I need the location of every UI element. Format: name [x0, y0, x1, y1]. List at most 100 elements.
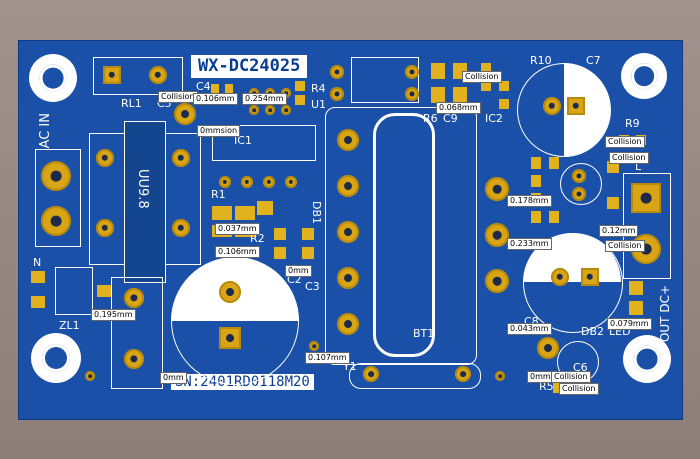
uu98-pad-3[interactable]: [96, 219, 114, 237]
drc-label[interactable]: 0mmsion: [197, 125, 241, 137]
drc-label[interactable]: 0.043mm: [507, 323, 552, 335]
ic2-pad-3[interactable]: [499, 81, 509, 91]
bt1-pad-r3[interactable]: [485, 269, 509, 293]
zl1-pad-1[interactable]: [31, 271, 45, 283]
pcb-board[interactable]: WX-DC24025 SN:2401RD0118M20 RL1 C4 C5 R4…: [19, 41, 682, 419]
drc-label[interactable]: 0.12mm: [599, 225, 639, 237]
drc-label[interactable]: 0.233mm: [507, 238, 552, 250]
drc-label[interactable]: Collision: [605, 240, 645, 252]
ic2-pad-2[interactable]: [481, 81, 491, 91]
big-cap-top-right-pad-2[interactable]: [567, 97, 585, 115]
r11-pad-6[interactable]: [549, 211, 559, 223]
r4-pad-2[interactable]: [295, 95, 305, 105]
drc-label[interactable]: 0.068mm: [436, 102, 481, 114]
ac-in-pad-2[interactable]: [41, 206, 71, 236]
ic2-pad-1[interactable]: [481, 63, 491, 73]
rl1-pad-2[interactable]: [149, 66, 167, 84]
drc-label[interactable]: Collision: [559, 383, 599, 395]
led-pad-1[interactable]: [629, 281, 643, 295]
drc-label[interactable]: Collision: [609, 152, 649, 164]
ic1-pad-c[interactable]: [263, 176, 275, 188]
r3-pad-1[interactable]: [607, 161, 619, 173]
ic1-pad-b[interactable]: [241, 176, 253, 188]
bt1-pad-l4[interactable]: [337, 267, 359, 289]
bt1-pad-l5[interactable]: [337, 313, 359, 335]
r2-pad-4[interactable]: [302, 247, 314, 259]
x-cap-pad-1[interactable]: [124, 288, 144, 308]
r5-pad-1[interactable]: [553, 381, 563, 393]
bt1-pad-r2[interactable]: [485, 223, 509, 247]
drc-label[interactable]: 0.037mm: [215, 223, 260, 235]
c9-pad-2[interactable]: [453, 87, 467, 103]
ac-in-pad-1[interactable]: [41, 161, 71, 191]
drc-label[interactable]: Collision: [158, 91, 198, 103]
bt1-pad-r1[interactable]: [485, 177, 509, 201]
drc-label[interactable]: Collision: [462, 71, 502, 83]
drc-label[interactable]: 0mm: [527, 371, 554, 383]
uu98-pad-2[interactable]: [172, 149, 190, 167]
bt1-pad-l3[interactable]: [337, 221, 359, 243]
upper-pad-1[interactable]: [330, 65, 344, 79]
bt1-pad-l1[interactable]: [337, 129, 359, 151]
c1-pad[interactable]: [257, 201, 273, 215]
u1-pad-6[interactable]: [281, 105, 291, 115]
drc-label[interactable]: 0.106mm: [193, 93, 238, 105]
drc-label[interactable]: 0mm: [160, 372, 187, 384]
big-cap-top-right-pad-1[interactable]: [543, 97, 561, 115]
big-cap-bottom-right-pad-2[interactable]: [581, 268, 599, 286]
transistor-pad-2[interactable]: [572, 187, 586, 201]
drc-label[interactable]: 0.106mm: [215, 246, 260, 258]
uu98-pad-1[interactable]: [96, 149, 114, 167]
r2-pad-2[interactable]: [302, 228, 314, 240]
ic2-pad-4[interactable]: [499, 99, 509, 109]
r2-pad-3[interactable]: [274, 247, 286, 259]
r1-pad-1[interactable]: [212, 206, 232, 220]
drc-label[interactable]: 0.254mm: [242, 93, 287, 105]
r3-pad-2[interactable]: [607, 197, 619, 209]
ic1-pad-a[interactable]: [219, 176, 231, 188]
ic1-pad-d[interactable]: [285, 176, 297, 188]
r11-pad-5[interactable]: [549, 157, 559, 169]
y1-pad-2[interactable]: [455, 366, 471, 382]
led-label: LED: [609, 325, 631, 338]
c4-pad[interactable]: [211, 84, 219, 93]
drc-label[interactable]: 0.178mm: [507, 195, 552, 207]
drc-label[interactable]: 0.195mm: [91, 309, 136, 321]
bottom-via-2: [495, 371, 505, 381]
zl1-pad-3[interactable]: [97, 285, 111, 297]
r4-pad-1[interactable]: [295, 81, 305, 91]
drc-label[interactable]: 0mm: [285, 265, 312, 277]
big-cap-bottom-right-pad-1[interactable]: [551, 268, 569, 286]
upper-pad-3[interactable]: [405, 65, 419, 79]
zl1-pad-2[interactable]: [31, 296, 45, 308]
drc-label[interactable]: Collision: [551, 371, 591, 383]
r11-pad-4[interactable]: [531, 211, 541, 223]
rl1-pad-1[interactable]: [103, 66, 121, 84]
r6-pad-2[interactable]: [431, 87, 445, 103]
out-dc-pad-1[interactable]: [631, 183, 661, 213]
c4-pad-2[interactable]: [225, 84, 233, 93]
y1-pad-1[interactable]: [363, 366, 379, 382]
r1-pad-2[interactable]: [235, 206, 255, 220]
upper-pad-2[interactable]: [330, 87, 344, 101]
db2-pad-1[interactable]: [537, 337, 559, 359]
u1-pad-5[interactable]: [265, 105, 275, 115]
drc-label[interactable]: 0.079mm: [607, 318, 652, 330]
r6-pad-1[interactable]: [431, 63, 445, 79]
u1-pad-4[interactable]: [249, 105, 259, 115]
r2-pad-1[interactable]: [274, 228, 286, 240]
big-cap-left-pad-2[interactable]: [219, 327, 241, 349]
transistor-pad-1[interactable]: [572, 169, 586, 183]
big-cap-left-pad-1[interactable]: [219, 281, 241, 303]
x-cap-pad-2[interactable]: [124, 349, 144, 369]
bt1-pad-l2[interactable]: [337, 175, 359, 197]
c5-pad[interactable]: [174, 103, 196, 125]
r11-pad-1[interactable]: [531, 157, 541, 169]
upper-pad-4[interactable]: [405, 87, 419, 101]
uu98-pad-4[interactable]: [172, 219, 190, 237]
drc-label[interactable]: 0.107mm: [305, 352, 350, 364]
led-pad-2[interactable]: [629, 301, 643, 315]
drc-label[interactable]: Collision: [605, 136, 645, 148]
r11-pad-2[interactable]: [531, 175, 541, 187]
